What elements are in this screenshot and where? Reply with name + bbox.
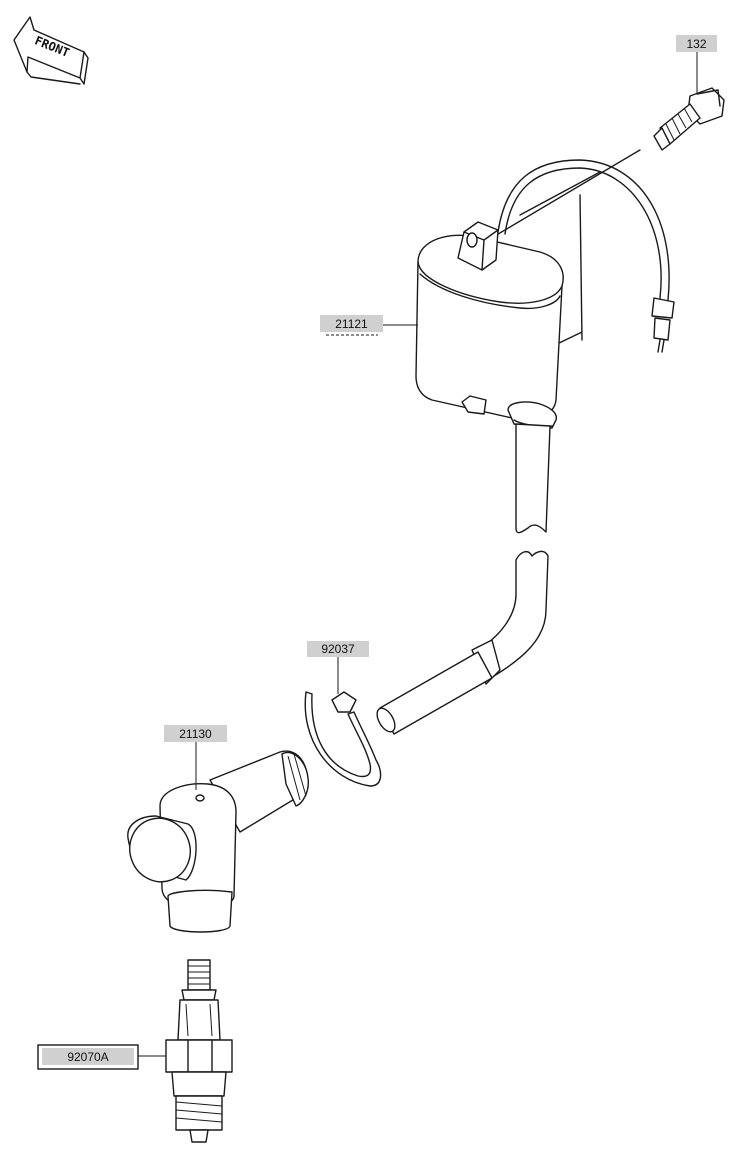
ht-lead-upper (515, 423, 551, 534)
callout-21121: 21121 (320, 315, 383, 336)
svg-text:132: 132 (686, 37, 706, 51)
ht-lead-lower (376, 550, 549, 735)
plug-cap-21130 (127, 750, 310, 933)
callout-21130: 21130 (164, 725, 227, 742)
front-arrow-badge: FRONT (13, 16, 89, 85)
svg-text:92070A: 92070A (67, 1050, 108, 1064)
front-arrow-icon (13, 16, 85, 79)
svg-text:92037: 92037 (321, 642, 355, 656)
ignition-coil-21121 (415, 221, 564, 429)
spark-plug-92070A (165, 959, 233, 1143)
primary-wire (497, 159, 675, 353)
callout-92070A: 92070A (37, 1044, 139, 1070)
bolt-132 (653, 87, 725, 151)
callout-92037: 92037 (307, 641, 369, 657)
coil-bracket (487, 149, 641, 346)
leader-lines (138, 52, 698, 1057)
callout-132: 132 (676, 35, 717, 52)
clamp-92037 (304, 691, 382, 787)
svg-text:21121: 21121 (335, 317, 368, 331)
svg-text:21130: 21130 (179, 727, 212, 741)
